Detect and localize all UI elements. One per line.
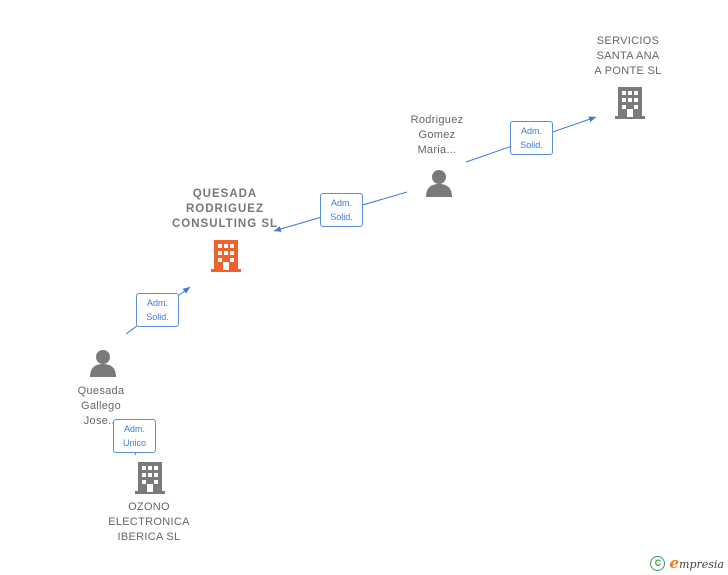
edge-label: Adm. Solid.	[136, 293, 179, 327]
edge-label: Adm. Unico	[113, 419, 156, 453]
node-line: SERVICIOS	[596, 35, 660, 47]
node-line: Quesada	[77, 385, 125, 397]
node-quesada-consulting-label[interactable]: QUESADA RODRIGUEZ CONSULTING SL	[160, 187, 290, 232]
node-line: Gallego	[80, 400, 121, 412]
node-line: OZONO	[128, 501, 170, 513]
edge-label-line: Adm.	[146, 298, 168, 308]
edge-label: Adm. Solid.	[320, 193, 363, 227]
building-icon[interactable]	[134, 460, 166, 494]
edge-label-line: Adm.	[520, 126, 542, 136]
node-quesada-gallego-label[interactable]: Quesada Gallego Jose...	[56, 384, 146, 429]
node-line: Jose...	[83, 415, 119, 427]
node-ozono-label[interactable]: OZONO ELECTRONICA IBERICA SL	[94, 500, 204, 545]
node-line: Maria...	[417, 144, 457, 156]
node-line: RODRIGUEZ	[186, 203, 264, 215]
edge-label-line: Solid.	[146, 312, 169, 322]
brand-initial: e	[669, 554, 680, 572]
node-line: SANTA ANA	[596, 50, 660, 62]
edge-label-line: Solid.	[520, 140, 543, 150]
node-line: Rodriguez	[410, 114, 464, 126]
node-line: Gomez	[418, 129, 456, 141]
node-line: CONSULTING SL	[171, 218, 279, 230]
person-icon[interactable]	[88, 348, 118, 378]
edge-label-line: Solid.	[330, 212, 353, 222]
edge-label-line: Unico	[122, 438, 146, 448]
edge-label-line: Adm.	[123, 424, 145, 434]
copyright-badge: C empresia	[650, 554, 724, 572]
node-line: IBERICA SL	[117, 531, 181, 543]
node-line: A PONTE SL	[594, 65, 662, 77]
building-icon[interactable]	[210, 238, 242, 272]
edge-label-line: Adm.	[330, 198, 352, 208]
edge-label: Adm. Solid.	[510, 121, 553, 155]
person-icon[interactable]	[424, 168, 454, 198]
node-servicios-label[interactable]: SERVICIOS SANTA ANA A PONTE SL	[578, 34, 678, 79]
node-line: ELECTRONICA	[108, 516, 190, 528]
building-icon[interactable]	[614, 85, 646, 119]
copyright-icon: C	[650, 555, 666, 571]
brand-rest: mpresia	[679, 558, 724, 571]
node-line: QUESADA	[192, 188, 258, 200]
node-rodriguez-label[interactable]: Rodriguez Gomez Maria...	[392, 113, 482, 158]
brand-logo: empresia	[669, 554, 724, 572]
